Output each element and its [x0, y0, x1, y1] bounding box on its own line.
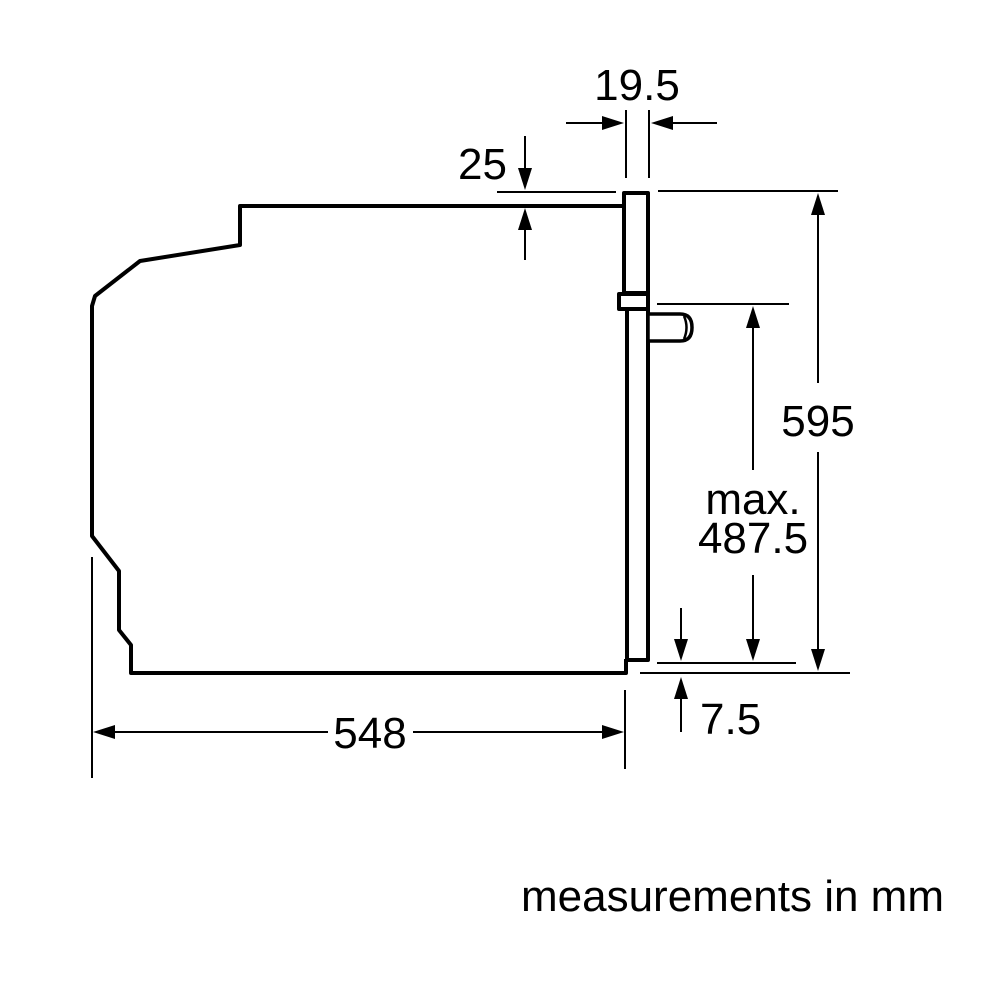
dim-bottom-offset-label: 7.5: [700, 695, 761, 744]
arrowhead-up-pointing: [674, 677, 688, 699]
dim-body-depth: 548: [91, 557, 626, 778]
oven-door-profile: [617, 191, 694, 662]
dim-front-panel-depth: 19.5: [566, 61, 717, 178]
arrowhead-down-pointing: [518, 168, 532, 190]
door-panel: [625, 307, 650, 662]
dim-total-height-label: 595: [781, 397, 854, 446]
arrowhead-right-pointing: [602, 116, 624, 130]
handle-end-cap-line: [682, 315, 688, 340]
hinge-neck: [617, 292, 650, 311]
control-panel: [622, 191, 650, 295]
dim-top-overlap-label: 25: [458, 140, 507, 189]
oven-body-outline: [90, 204, 628, 675]
arrowhead-down-pointing: [746, 639, 760, 661]
arrowhead-up-pointing: [746, 306, 760, 328]
dim-door-max-height: max. 487.5: [657, 303, 808, 661]
arrowhead-left-pointing: [93, 725, 115, 739]
arrowhead-left-pointing: [651, 116, 673, 130]
dim-total-height: 595: [640, 190, 855, 674]
arrowhead-up-pointing: [811, 193, 825, 215]
dim-body-depth-label: 548: [333, 709, 406, 758]
measurements-note: measurements in mm: [521, 872, 944, 921]
arrowhead-down-pointing: [674, 639, 688, 661]
dim-front-panel-depth-label: 19.5: [594, 61, 680, 110]
dim-door-max-height-label: 487.5: [698, 514, 808, 563]
arrowhead-right-pointing: [602, 725, 624, 739]
arrowhead-down-pointing: [811, 649, 825, 671]
dim-door-max-prefix-label: max.: [705, 475, 800, 524]
door-handle: [646, 312, 694, 343]
oven-body-path: [90, 204, 628, 675]
dim-top-overlap: 25: [458, 136, 616, 260]
dim-bottom-offset: 7.5: [657, 608, 796, 744]
arrowhead-up-pointing: [518, 208, 532, 230]
